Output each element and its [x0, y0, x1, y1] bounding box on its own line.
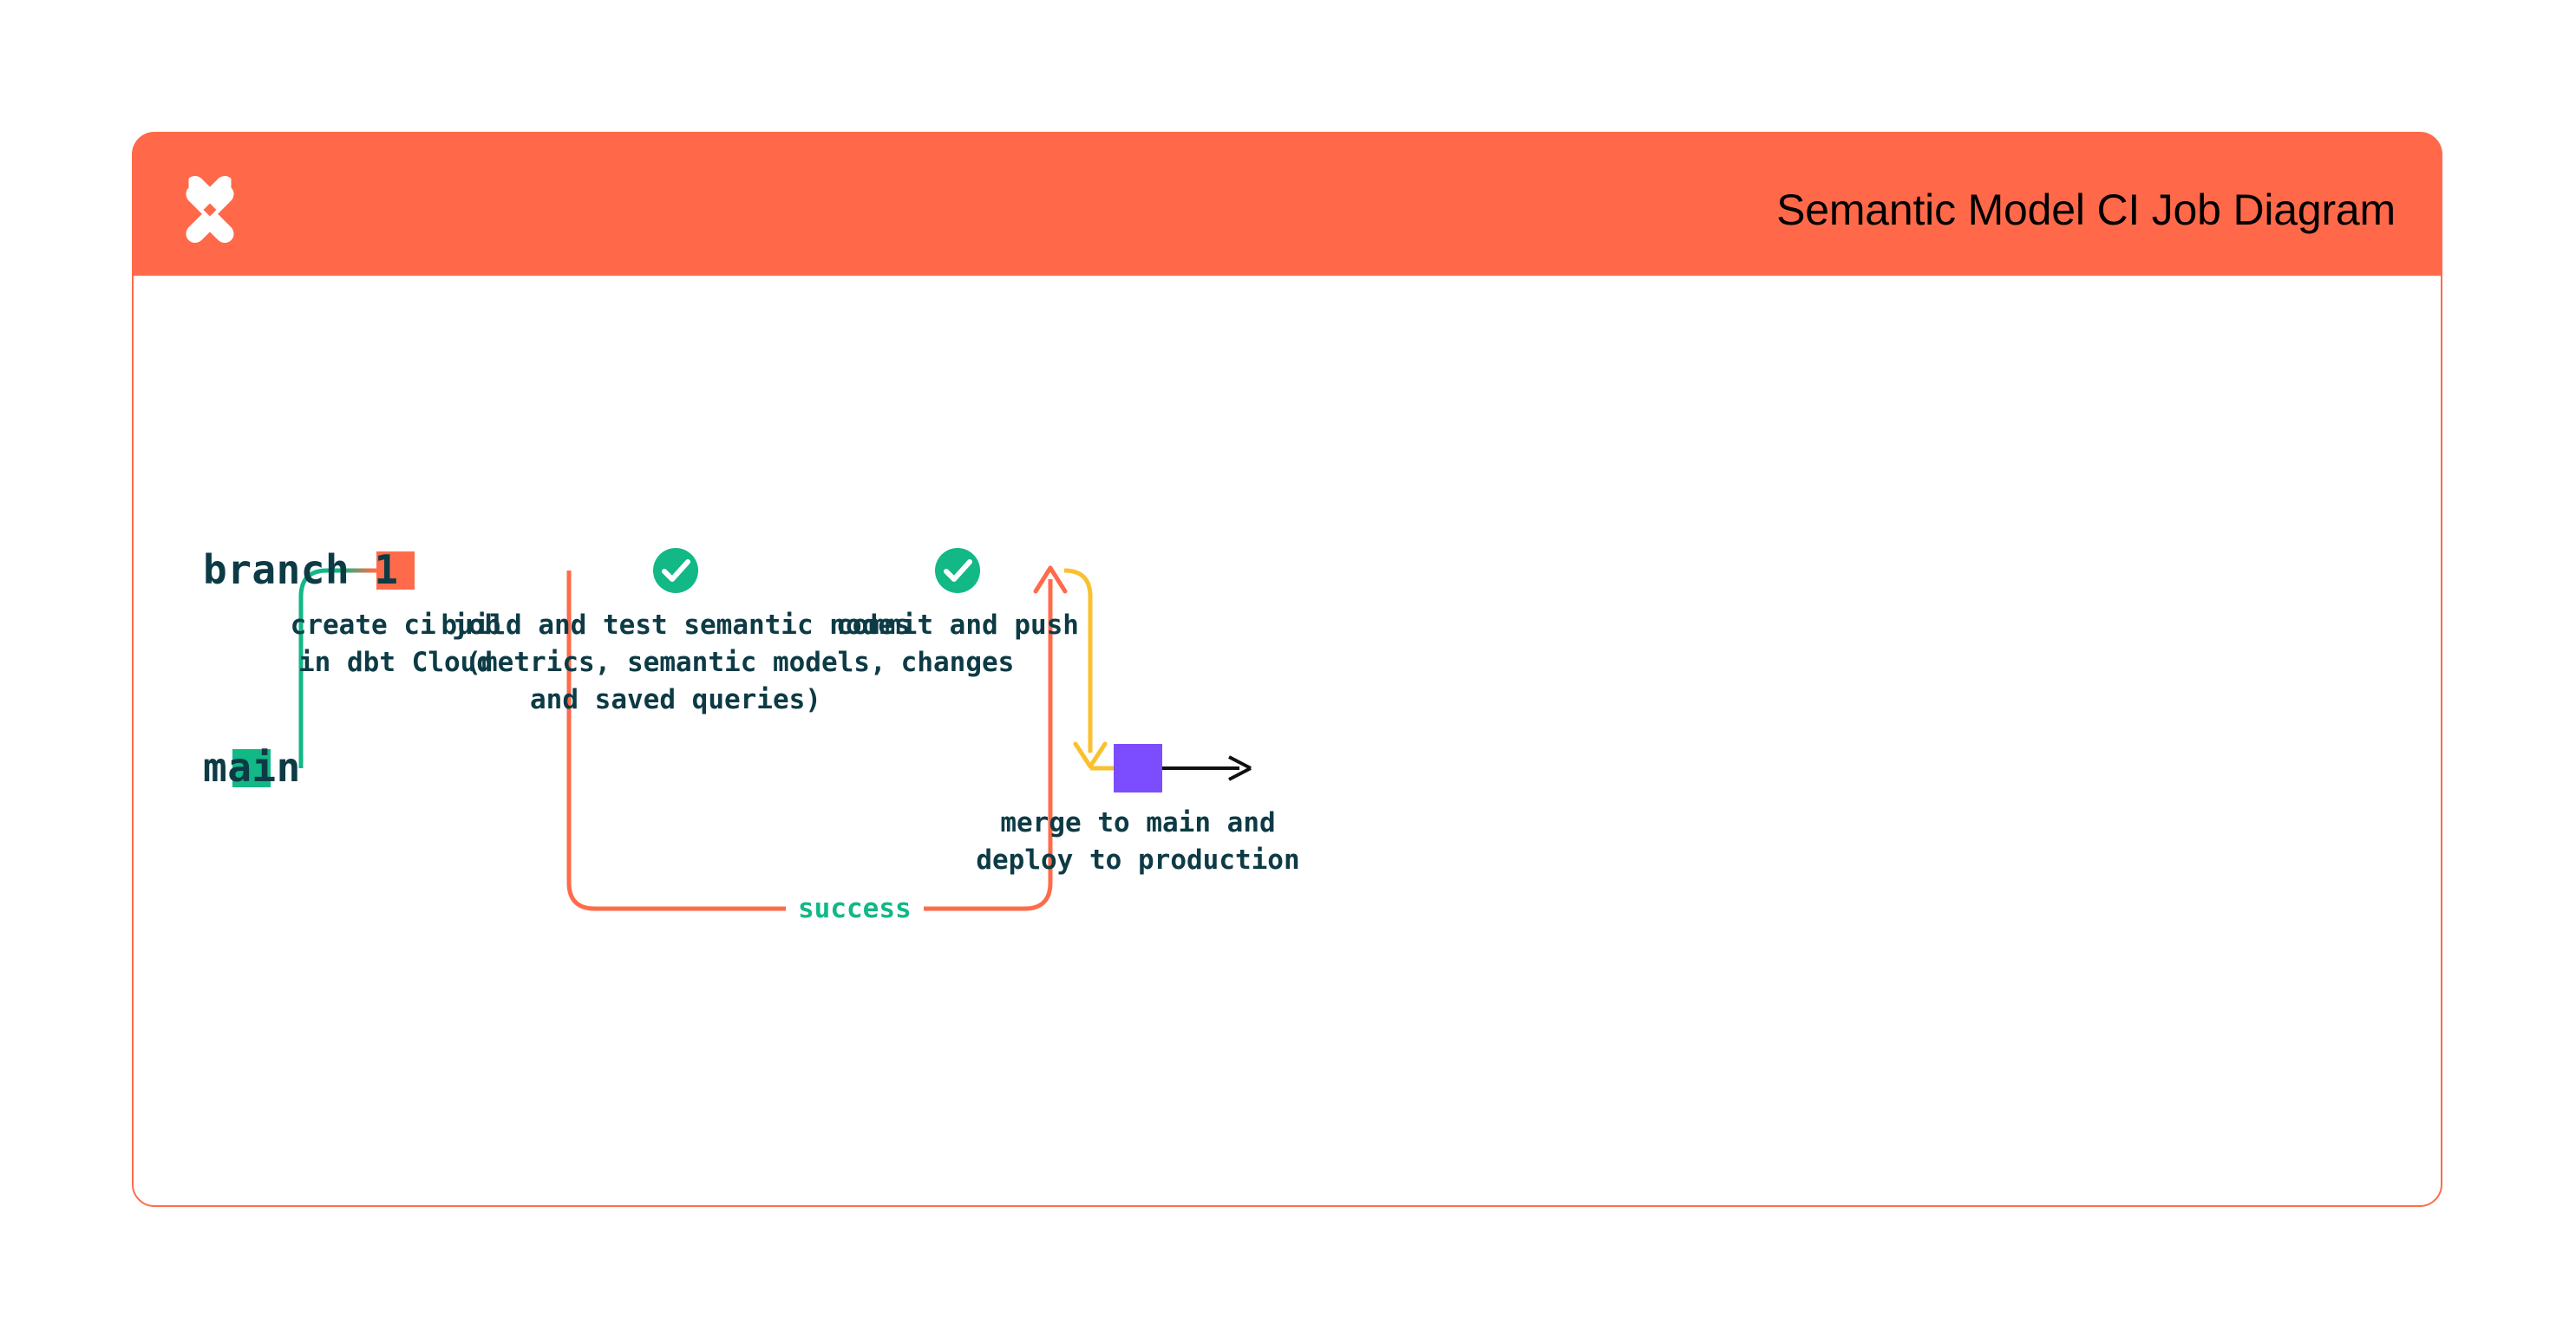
card-header: Semantic Model CI Job Diagram: [132, 132, 2442, 288]
lane-label-main: main: [203, 744, 301, 791]
node-main-start: [232, 749, 271, 787]
edge-label-success: success: [786, 893, 924, 924]
merge-down-line: [1063, 568, 1093, 753]
success-loop-left: [566, 571, 794, 911]
card-body: branch 1 main create ci job in dbt Cloud…: [132, 274, 2442, 1207]
branch-off-line: [298, 568, 394, 768]
node-create-ci-job: [376, 551, 415, 590]
node-merge-to-main: [1114, 744, 1162, 792]
git-flow-diagram: [232, 548, 1252, 911]
lane-label-branch-1: branch 1: [203, 546, 399, 593]
node-build-and-test: [653, 548, 698, 593]
caption-build-and-test: build and test semantic nodes (metrics, …: [441, 610, 911, 715]
success-loop-arrowhead: [1033, 565, 1068, 594]
caption-create-ci-job: create ci job in dbt Cloud: [290, 610, 501, 678]
diagram-card: Semantic Model CI Job Diagram: [132, 132, 2442, 1207]
page-title: Semantic Model CI Job Diagram: [1776, 186, 2396, 234]
main-continues-arrowhead: [1228, 755, 1252, 781]
dbt-logo-icon: [168, 168, 252, 251]
merge-down-arrowhead: [1073, 741, 1108, 769]
caption-merge-to-main: merge to main and deploy to production: [976, 807, 1300, 876]
success-loop-right: [881, 579, 1053, 911]
caption-commit-and-push: commit and push changes: [836, 610, 1079, 678]
node-commit-and-push: [935, 548, 980, 593]
